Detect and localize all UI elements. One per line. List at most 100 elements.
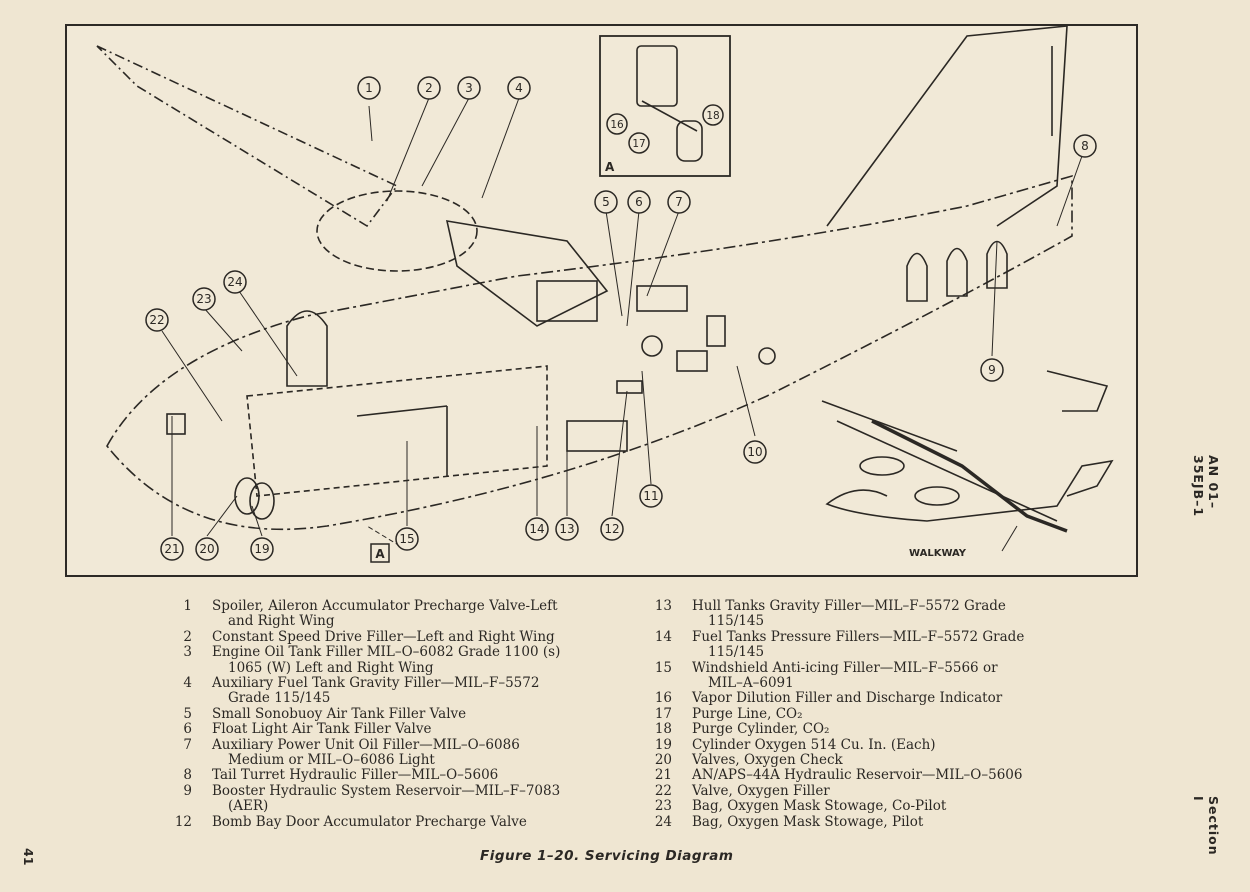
legend-item: 14 Fuel Tanks Pressure Fillers—MIL–F–5572… (640, 628, 1040, 661)
legend-item-description: Small Sonobuoy Air Tank Filler Valve (212, 706, 580, 722)
legend-item: 24 Bag, Oxygen Mask Stowage, Pilot (640, 813, 1040, 830)
callout-19: 19 (254, 542, 269, 556)
legend-item-text: Spoiler, Aileron Accumulator Precharge V… (212, 598, 558, 614)
legend-item: 17 Purge Line, CO₂ (640, 705, 1040, 722)
legend-item-description: Valve, Oxygen Filler (692, 783, 1040, 799)
legend-item-text: Booster Hydraulic System Reservoir—MIL–F… (212, 782, 561, 799)
legend-item-description: Booster Hydraulic System Reservoir—MIL–F… (212, 782, 580, 815)
fuselage-outline (106, 174, 1073, 531)
legend-item-text: Hull Tanks Gravity Filler—MIL–F–5572 Gra… (692, 598, 1006, 614)
legend-item-number: 8 (183, 767, 192, 784)
legend-item-description: Spoiler, Aileron Accumulator Precharge V… (212, 598, 580, 630)
legend-item-number: 14 (654, 628, 672, 645)
servicing-illustration: 1 2 3 4 5 6 7 8 9 10 11 12 13 14 15 16 1… (96, 26, 1114, 563)
legend-item-text: Valves, Oxygen Check (692, 752, 843, 769)
hull-compartment (246, 365, 548, 497)
inset-a-reference: A (375, 547, 385, 561)
callout-22: 22 (149, 313, 164, 327)
legend-item-number: 1 (183, 598, 192, 614)
callout-15: 15 (399, 532, 414, 546)
legend-item-number: 2 (183, 628, 192, 645)
callout-23: 23 (196, 292, 211, 306)
tail-fin-outline (826, 26, 1068, 227)
callout-10: 10 (747, 445, 762, 459)
legend-item-number: 9 (183, 782, 192, 799)
legend-item-description: Bag, Oxygen Mask Stowage, Pilot (692, 813, 1040, 830)
callout-8: 8 (1081, 139, 1089, 153)
callout-1: 1 (365, 81, 373, 95)
legend-item-description: Purge Cylinder, CO₂ (692, 722, 1040, 737)
legend-item-text: Purge Cylinder, CO₂ (692, 721, 830, 738)
legend-item-description: Purge Line, CO₂ (692, 705, 1040, 722)
walkway-fuselage (825, 459, 1114, 522)
legend-item: 9 Booster Hydraulic System Reservoir—MIL–… (160, 782, 580, 815)
legend-item-text: Windshield Anti-icing Filler—MIL–F–5566 … (692, 659, 998, 676)
legend-item-text: Cylinder Oxygen 514 Cu. In. (Each) (692, 736, 936, 753)
legend-item-text: Auxiliary Power Unit Oil Filler—MIL–O–60… (212, 736, 520, 753)
legend-item-continuation: 1065 (W) Left and Right Wing (228, 659, 434, 676)
legend-item-text: Bag, Oxygen Mask Stowage, Pilot (692, 813, 924, 830)
legend-item-number: 24 (654, 813, 672, 830)
callout-16: 16 (610, 119, 624, 131)
walkway-label: WALKWAY (909, 548, 967, 559)
legend-item-number: 22 (654, 782, 672, 799)
legend-item-description: Vapor Dilution Filler and Discharge Indi… (692, 691, 1040, 706)
legend-item-description: Constant Speed Drive Filler—Left and Rig… (212, 629, 580, 645)
legend-item-number: 17 (654, 705, 672, 722)
section-label: Section I (1191, 796, 1221, 856)
legend-item-text: AN/APS–44A Hydraulic Reservoir—MIL–O–560… (692, 767, 1023, 784)
callout-13: 13 (559, 522, 574, 536)
document-number: AN 01–35EJB–1 (1191, 455, 1221, 518)
legend-item-continuation: Grade 115/145 (228, 690, 331, 707)
legend-item-number: 4 (183, 675, 192, 692)
legend-item-description: Fuel Tanks Pressure Fillers—MIL–F–5572 G… (692, 629, 1040, 661)
callout-11: 11 (643, 489, 658, 503)
diagram-frame: 1 2 3 4 5 6 7 8 9 10 11 12 13 14 15 16 1… (65, 24, 1138, 577)
legend-item-continuation: MIL–A–6091 (708, 675, 794, 692)
legend-item-text: Engine Oil Tank Filler MIL–O–6082 Grade … (212, 644, 561, 661)
callout-7: 7 (675, 195, 683, 209)
callout-2: 2 (425, 81, 433, 95)
legend-item-description: Float Light Air Tank Filler Valve (212, 722, 580, 737)
legend-item-description: Bag, Oxygen Mask Stowage, Co-Pilot (692, 799, 1040, 814)
callout-20: 20 (199, 542, 214, 556)
walkway-wing (821, 400, 1058, 522)
legend-item-text: Float Light Air Tank Filler Valve (212, 721, 432, 738)
legend-item-description: Tail Turret Hydraulic Filler—MIL–O–5606 (212, 768, 580, 783)
callout-21: 21 (164, 542, 179, 556)
callout-14: 14 (529, 522, 544, 536)
legend-item-description: Hull Tanks Gravity Filler—MIL–F–5572 Gra… (692, 598, 1040, 630)
legend-left: 1 Spoiler, Aileron Accumulator Precharge … (160, 598, 580, 830)
legend-item-number: 3 (183, 644, 192, 661)
legend-item-number: 15 (654, 659, 672, 676)
legend-item-description: Engine Oil Tank Filler MIL–O–6082 Grade … (212, 645, 580, 676)
inset-a-box (599, 35, 731, 177)
legend-item: 8 Tail Turret Hydraulic Filler—MIL–O–5606 (160, 767, 580, 784)
legend-item: 22 Valve, Oxygen Filler (640, 782, 1040, 799)
legend-item-text: Bag, Oxygen Mask Stowage, Co-Pilot (692, 798, 947, 815)
engine-nacelle (316, 190, 478, 272)
legend-item-text: Tail Turret Hydraulic Filler—MIL–O–5606 (212, 767, 499, 784)
callout-12: 12 (604, 522, 619, 536)
wing-box (445, 220, 609, 327)
legend-item-text: Vapor Dilution Filler and Discharge Indi… (692, 690, 1003, 707)
legend-item-description: Auxiliary Fuel Tank Gravity Filler—MIL–F… (212, 675, 580, 707)
walkway-path (871, 419, 1068, 533)
legend-item: 15 Windshield Anti-icing Filler—MIL–F–556… (640, 659, 1040, 692)
legend-item-number: 5 (183, 705, 192, 722)
inset-a-label: A (605, 160, 615, 174)
legend-item-continuation: 115/145 (708, 644, 765, 661)
legend-item-description: Valves, Oxygen Check (692, 752, 1040, 769)
callout-9: 9 (988, 363, 996, 377)
legend-item-text: Purge Line, CO₂ (692, 705, 803, 722)
legend-item-continuation: and Right Wing (228, 613, 335, 630)
legend-item-description: Bomb Bay Door Accumulator Precharge Valv… (212, 814, 580, 830)
